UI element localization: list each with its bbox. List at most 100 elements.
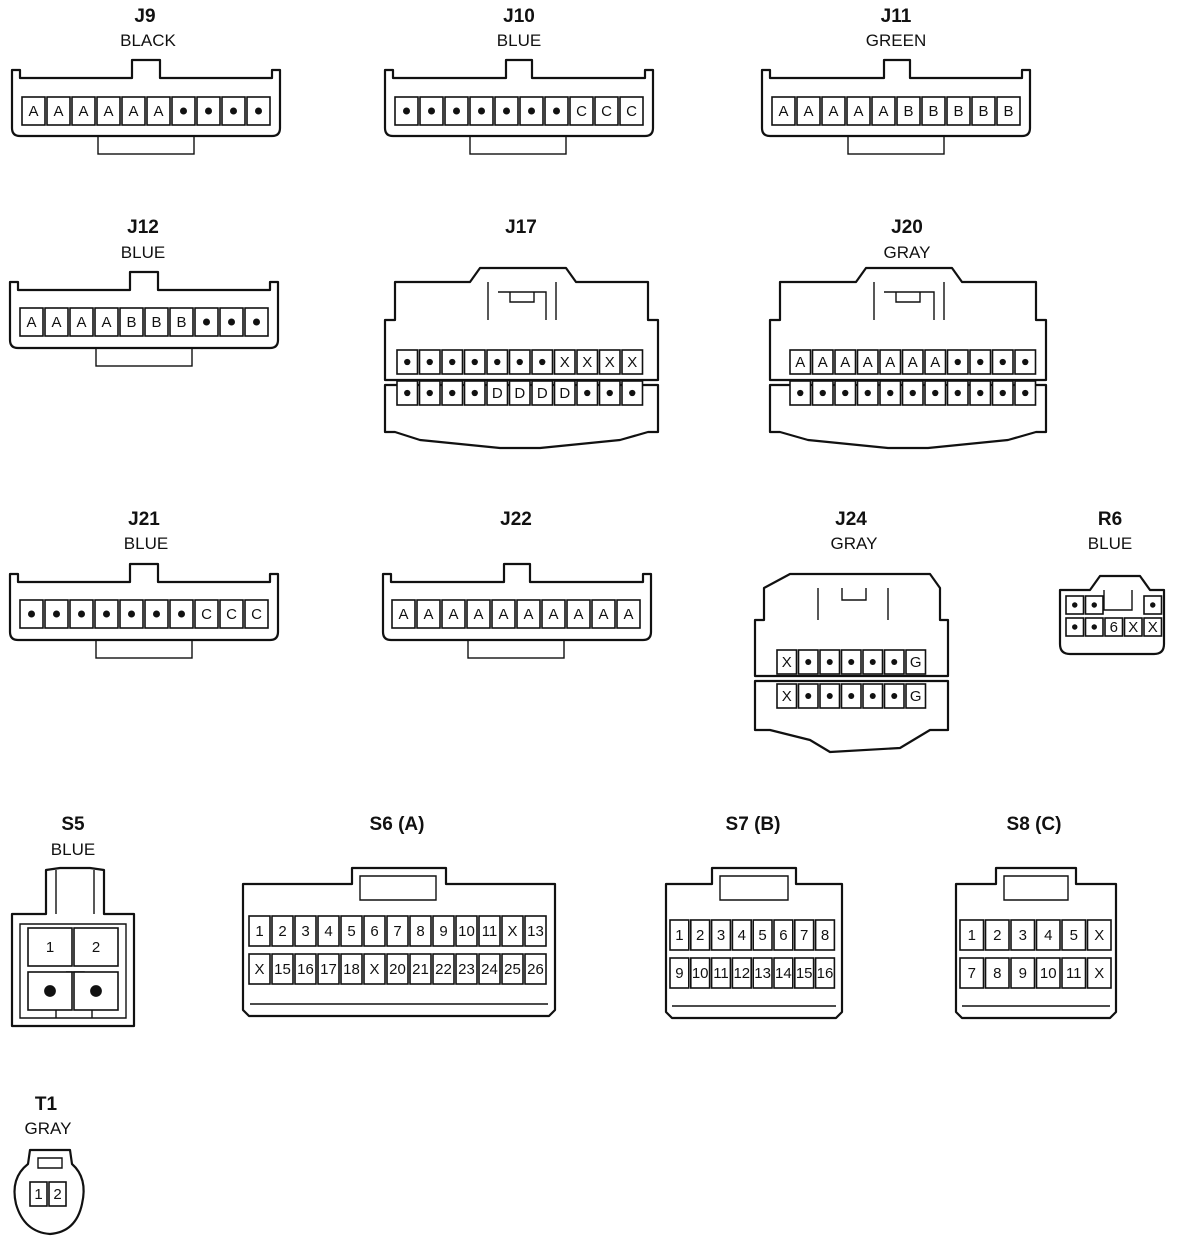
pin-cell xyxy=(48,1181,67,1207)
pin-dot xyxy=(629,389,636,397)
pin-cell xyxy=(121,96,146,126)
connector-color: BLUE xyxy=(121,243,165,262)
pin-dot xyxy=(403,107,410,115)
connector-name: J9 xyxy=(134,6,155,27)
pin-cell xyxy=(409,953,432,985)
pin-label: 15 xyxy=(274,961,291,978)
pin-dot xyxy=(826,658,833,666)
pin-label: A xyxy=(473,606,483,623)
pin-cell xyxy=(501,915,524,947)
pin-dot xyxy=(78,610,85,618)
pin-cell xyxy=(441,599,466,629)
connector-name: S6 (A) xyxy=(370,814,425,835)
pin-label: A xyxy=(153,103,163,120)
pin-label: D xyxy=(537,385,548,402)
pin-label: 22 xyxy=(435,961,452,978)
pin-label: A xyxy=(523,606,533,623)
pin-cell xyxy=(1143,617,1163,637)
pin-label: 4 xyxy=(1044,927,1052,944)
pin-dot xyxy=(503,107,510,115)
pin-cell xyxy=(984,957,1010,989)
pin-cell xyxy=(921,96,946,126)
pin-cell xyxy=(144,307,169,337)
connector-color: BLUE xyxy=(124,534,168,553)
connector-name: J10 xyxy=(503,6,535,27)
pin-dot xyxy=(90,985,102,997)
pin-cell xyxy=(846,96,871,126)
pin-cell xyxy=(69,307,94,337)
pin-dot xyxy=(28,610,35,618)
pin-cell xyxy=(773,957,794,989)
pin-label: G xyxy=(910,654,922,671)
pin-cell xyxy=(689,957,711,989)
pin-dot xyxy=(153,610,160,618)
pin-dot xyxy=(528,107,535,115)
pin-cell xyxy=(317,915,340,947)
pin-label: 26 xyxy=(527,961,544,978)
pin-label: X xyxy=(560,354,570,371)
connector-name: J24 xyxy=(835,509,867,530)
pin-label: A xyxy=(828,103,838,120)
pin-label: A xyxy=(548,606,558,623)
pin-dot xyxy=(848,692,855,700)
pin-cell xyxy=(959,957,985,989)
pin-dot xyxy=(891,658,898,666)
pin-label: A xyxy=(573,606,583,623)
pin-dot xyxy=(255,107,262,115)
connector-name: R6 xyxy=(1098,509,1122,530)
pin-dot xyxy=(891,692,898,700)
connector-name: J21 xyxy=(128,509,160,530)
pin-dot xyxy=(128,610,135,618)
pin-label: A xyxy=(885,354,895,371)
pin-cell xyxy=(1010,919,1036,951)
connector-name: T1 xyxy=(35,1094,58,1115)
pin-dot xyxy=(977,389,984,397)
pin-cell xyxy=(119,307,144,337)
pin-cell xyxy=(1086,957,1112,989)
pin-label: G xyxy=(910,688,922,705)
pin-label: A xyxy=(498,606,508,623)
pin-cell xyxy=(27,927,73,967)
pin-label: 6 xyxy=(779,927,787,944)
pin-cell xyxy=(432,915,455,947)
pin-cell xyxy=(793,919,815,951)
pin-cell xyxy=(1061,957,1087,989)
pin-label: 7 xyxy=(968,965,976,982)
pin-label: A xyxy=(101,314,111,331)
pin-cell xyxy=(455,915,478,947)
pin-label: 3 xyxy=(301,923,309,940)
pin-dot xyxy=(1022,389,1029,397)
pin-cell xyxy=(834,349,857,375)
pin-dot xyxy=(426,358,433,366)
pin-label: 2 xyxy=(278,923,286,940)
pin-dot xyxy=(805,692,812,700)
pin-cell xyxy=(541,599,566,629)
pin-label: 8 xyxy=(821,927,829,944)
pin-cell xyxy=(796,96,821,126)
pin-cell xyxy=(553,380,576,406)
pin-dot xyxy=(449,389,456,397)
pin-cell xyxy=(317,953,340,985)
pin-cell xyxy=(416,599,441,629)
pin-dot xyxy=(1091,624,1097,630)
pin-dot xyxy=(954,389,961,397)
pin-label: A xyxy=(930,354,940,371)
pin-cell xyxy=(386,915,409,947)
pin-label: A xyxy=(128,103,138,120)
pin-cell xyxy=(455,953,478,985)
pin-cell xyxy=(21,96,46,126)
pin-label: X xyxy=(1094,927,1104,944)
pin-cell xyxy=(491,599,516,629)
pin-cell xyxy=(1061,919,1087,951)
pin-cell xyxy=(871,96,896,126)
pin-label: 2 xyxy=(92,939,100,956)
connector-color: GRAY xyxy=(884,243,931,262)
pin-cell xyxy=(1010,957,1036,989)
pin-label: 8 xyxy=(416,923,424,940)
pin-cell xyxy=(569,96,594,126)
